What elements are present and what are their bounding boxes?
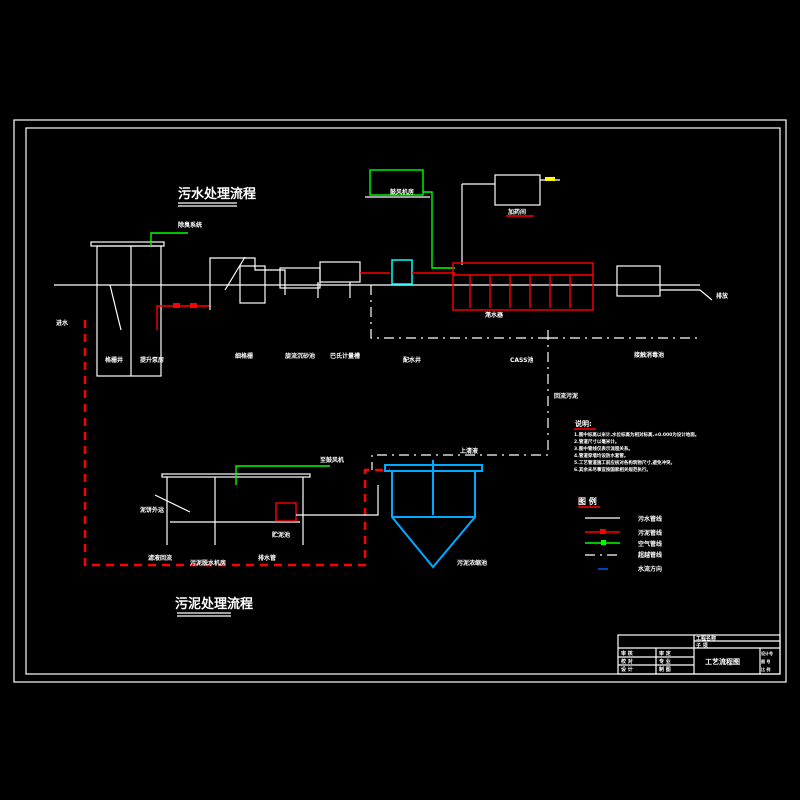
signoff-label: 制 图	[659, 666, 671, 673]
dewater-label: 污泥脱水机房	[190, 559, 226, 567]
cass-inner-label: 滗水器	[485, 311, 504, 319]
notes-heading: 说明:	[575, 419, 592, 428]
sludge-tank-label: 贮泥池	[271, 531, 290, 539]
legend-item: 水流方向	[638, 565, 662, 573]
unit-label: 提升泵房	[140, 356, 164, 364]
blower-house	[369, 169, 424, 196]
meta-label: 设计号	[761, 650, 773, 656]
signoff-label: 校 对	[621, 658, 633, 665]
legend-item: 空气管线	[638, 540, 662, 548]
dosing-room: 加药间	[494, 174, 560, 217]
return-sludge-label: 回流污泥	[554, 392, 578, 400]
deodor-label: 除臭系统	[178, 221, 202, 229]
signoff-label: 审 定	[659, 650, 671, 657]
unit-labels: 格栅井 提升泵房 细格栅 旋流沉砂池 巴氏计量槽 配水井 CASS池 接触消毒池	[105, 351, 664, 364]
unit-label: 格栅井	[105, 356, 123, 364]
item-label: 子 项	[696, 642, 708, 649]
note-line: 3.图中管线仅表示流程关系。	[574, 445, 633, 452]
overflow-label: 排水管	[258, 554, 276, 562]
legend-heading: 图 例	[578, 496, 597, 506]
signoff-label: 专 业	[659, 658, 671, 665]
legend-item: 污水管线	[638, 515, 662, 523]
fine-screen	[209, 256, 286, 310]
cake-out-label: 泥饼外运	[140, 506, 164, 514]
note-line: 6.其余未尽事宜按国家相关规范执行。	[574, 466, 651, 473]
unit-label: 巴氏计量槽	[330, 352, 360, 360]
notes: 说明: 1.图中标高以米计,水位标高为相对标高,±0.000为设计地面。 2.管…	[574, 419, 699, 473]
unit-label: 旋流沉砂池	[284, 352, 315, 360]
cass-tank: 滗水器	[452, 262, 594, 319]
meta-label: 图 号	[761, 658, 770, 664]
inlet-label: 进水	[56, 319, 69, 327]
filtrate-label: 滤液回流	[148, 554, 172, 562]
signoff-label: 审 核	[621, 650, 633, 657]
inner-frame	[25, 127, 781, 675]
unit-label: CASS池	[510, 356, 533, 364]
outlet-label: 排放	[716, 292, 729, 300]
title-block: 工程名称 子 项 工艺流程图 审 核 校 对 设 计 审 定 专 业 制 图 设…	[617, 634, 781, 675]
drawing-name: 工艺流程图	[705, 657, 740, 666]
blower-label: 鼓风机房	[390, 188, 414, 196]
thickener-label: 污泥浓缩池	[457, 559, 487, 567]
note-line: 5.工艺管道施工前应核对各构筑物尺寸,避免冲突。	[574, 459, 675, 466]
outer-frame	[13, 119, 787, 683]
air-label: 至鼓风机	[320, 456, 344, 464]
dewatering-house: 至鼓风机 泥饼外运 贮泥池 污泥脱水机房 滤液回流 排水管	[140, 456, 344, 567]
dosing-label: 加药间	[507, 208, 526, 216]
sludge-thickener: 上清液 污泥浓缩池	[384, 447, 487, 569]
sludge-title: 污泥处理流程	[175, 596, 253, 612]
unit-label: 细格栅	[235, 352, 253, 360]
grit-chamber	[279, 261, 361, 298]
project-label: 工程名称	[696, 635, 716, 642]
grit-well	[90, 241, 165, 377]
legend-item: 污泥管线	[638, 529, 662, 537]
signoff-label: 设 计	[621, 666, 633, 673]
legend-item: 超越管线	[637, 551, 662, 559]
note-line: 2.管道尺寸以毫米计。	[574, 438, 619, 445]
unit-label: 配水井	[403, 356, 421, 364]
sewage-title: 污水处理流程	[178, 186, 256, 202]
distribution-well	[391, 259, 413, 285]
disinfection-tank	[616, 265, 661, 297]
note-line: 1.图中标高以米计,水位标高为相对标高,±0.000为设计地面。	[574, 431, 699, 438]
meta-label: 比 例	[761, 666, 770, 672]
supernatant-label: 上清液	[460, 447, 479, 455]
legend: 图 例 污水管线 污泥管线 空气管线 超越管线 水流方向	[578, 496, 662, 573]
note-line: 4.管道穿墙均设防水套管。	[574, 452, 628, 459]
unit-label: 接触消毒池	[633, 351, 664, 359]
